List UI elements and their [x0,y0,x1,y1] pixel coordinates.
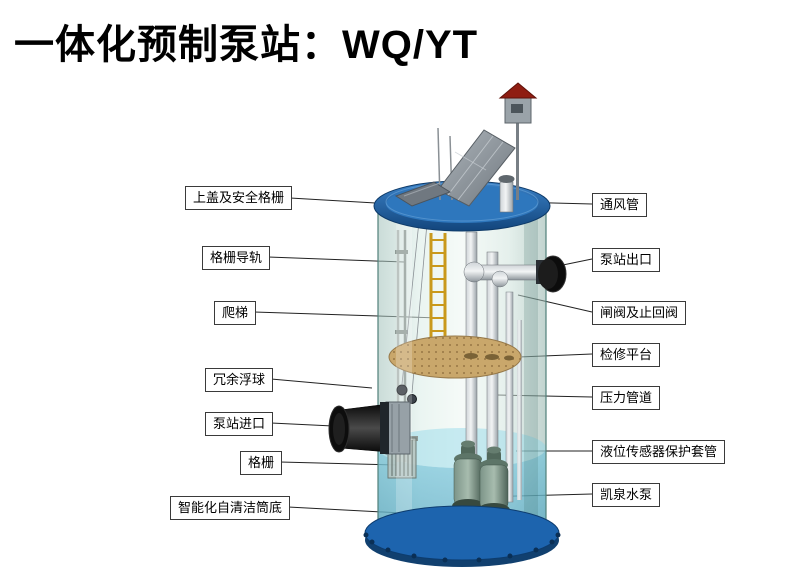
bottom-flange [363,505,561,567]
label-station-outlet: 泵站出口 [592,248,661,272]
solar-panel [437,129,516,207]
outlet-pipe-valves [463,255,567,293]
label-ladder: 爬梯 [214,301,257,325]
label-gate-check-valve: 闸阀及止回阀 [592,301,687,325]
vent-pole [516,122,519,200]
label-redundant-float: 冗余浮球 [205,368,274,392]
label-self-cleaning-bottom: 智能化自清洁筒底 [170,496,291,520]
level-sensor-tube [505,291,514,503]
deck-equipment [394,82,538,213]
access-hatch [394,181,452,207]
label-level-sensor-sleeve: 液位传感器保护套管 [592,440,726,464]
label-top-cover-safety-grille: 上盖及安全格栅 [185,186,293,210]
label-vent-pipe: 通风管 [592,193,648,217]
inlet-pipe [328,401,411,455]
label-kaiquan-pump: 凯泉水泵 [592,483,661,507]
vent-cabinet [498,82,538,124]
ladder [429,233,447,350]
label-grille: 格栅 [240,451,283,475]
label-pressure-pipe: 压力管道 [592,386,661,410]
vent-pipe [498,175,515,213]
level-sensor-tube [517,320,522,500]
maintenance-platform [388,335,522,379]
page-title: 一体化预制泵站：WQ/YT [14,23,479,67]
label-station-inlet: 泵站进口 [205,412,274,436]
label-maintenance-platform: 检修平台 [592,343,661,367]
label-grille-guide-rail: 格栅导轨 [202,246,271,270]
